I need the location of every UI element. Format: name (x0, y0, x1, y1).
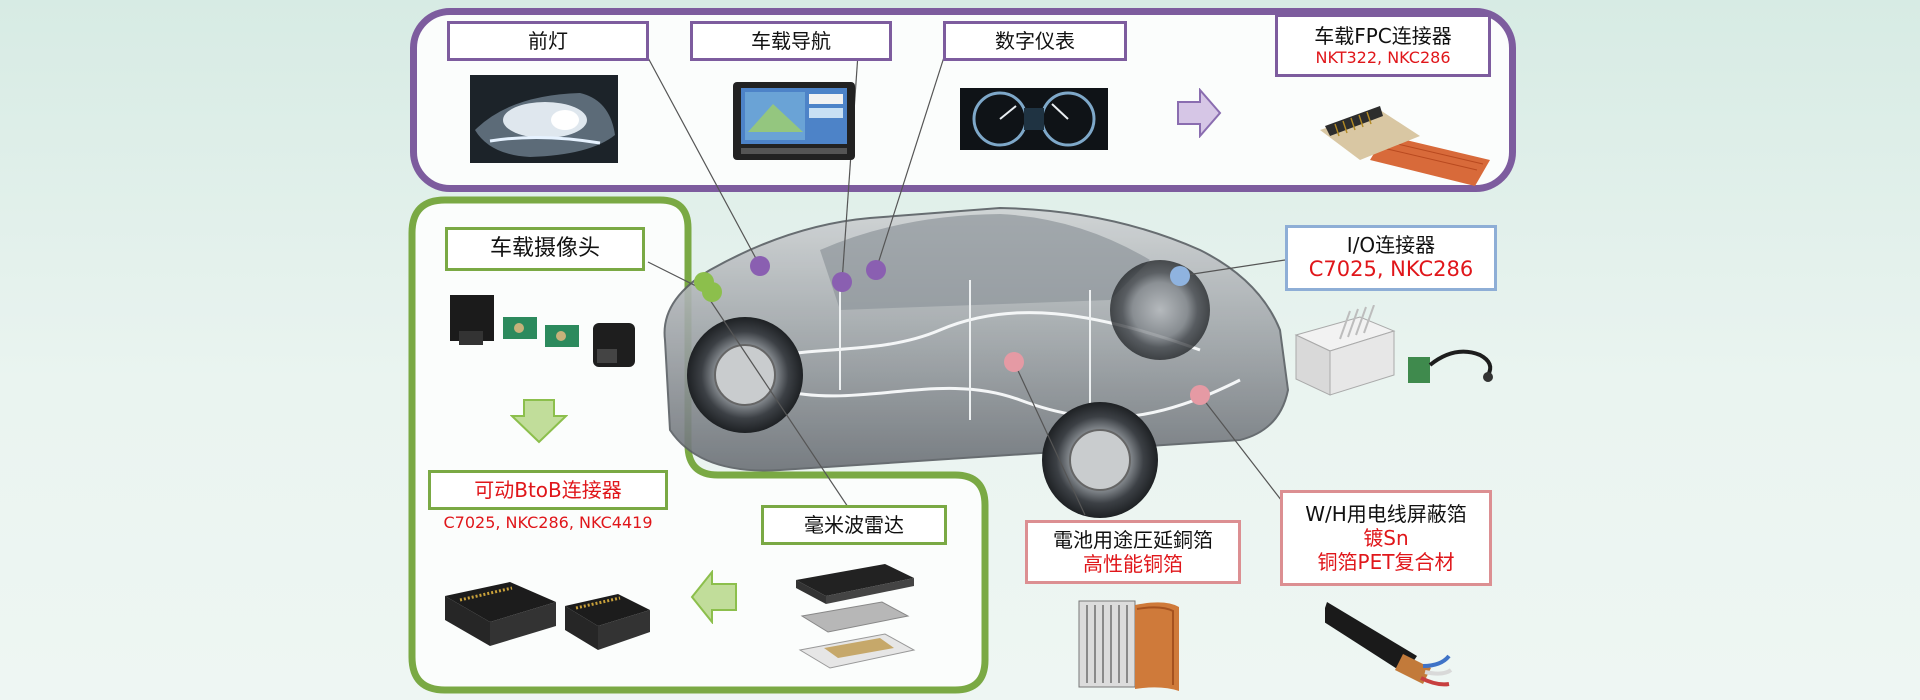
btob-label: 可动BtoB连接器 (428, 470, 668, 510)
navigation-label: 车载导航 (690, 21, 892, 61)
battery-foil-image (1078, 600, 1179, 691)
cluster-label: 数字仪表 (943, 21, 1127, 61)
radar-image (796, 564, 916, 669)
camera-title: 车载摄像头 (489, 235, 600, 261)
headlight-image (470, 75, 618, 163)
wh-line3: 铜箔PET复合材 (1317, 550, 1455, 574)
btob-connector-image (445, 582, 650, 650)
arrow-right-icon (1177, 88, 1222, 138)
arrow-left-icon (690, 570, 737, 624)
car-illustration (663, 206, 1290, 518)
btob-parts: C7025, NKC286, NKC4419 (443, 513, 653, 532)
navigation-title: 车载导航 (751, 29, 831, 53)
wh-label: W/H用电线屏蔽箔 镀Sn 铜箔PET复合材 (1280, 490, 1492, 586)
marker-wh-dot (1190, 385, 1210, 405)
camera-image (450, 295, 635, 367)
shielded-wire-image (1325, 602, 1453, 687)
fpc-parts: NKT322, NKC286 (1315, 47, 1451, 67)
fpc-title: 车载FPC连接器 (1314, 23, 1452, 48)
marker-nav-dot (832, 272, 852, 292)
wh-line2: 镀Sn (1363, 526, 1409, 550)
io-title: I/O连接器 (1346, 233, 1436, 258)
camera-label: 车载摄像头 (445, 227, 645, 271)
fpc-connector-image (1320, 106, 1490, 186)
fpc-label: 车载FPC连接器 NKT322, NKC286 (1275, 14, 1491, 77)
battery-subtitle: 高性能铜箔 (1083, 552, 1183, 576)
battery-label: 電池用途圧延銅箔 高性能铜箔 (1025, 520, 1241, 584)
marker-io-dot (1170, 266, 1190, 286)
io-label: I/O连接器 C7025, NKC286 (1285, 225, 1497, 291)
battery-title: 電池用途圧延銅箔 (1053, 528, 1213, 552)
cluster-image (960, 88, 1108, 150)
radar-title: 毫米波雷达 (804, 513, 904, 537)
io-parts: C7025, NKC286 (1308, 257, 1474, 282)
wh-title: W/H用电线屏蔽箔 (1305, 502, 1467, 526)
io-connector-image (1294, 305, 1493, 396)
cluster-title: 数字仪表 (995, 29, 1075, 53)
navigation-image (733, 82, 855, 160)
marker-headlight-dot (750, 256, 770, 276)
marker-camera-dot-2 (702, 282, 722, 302)
headlight-label: 前灯 (447, 21, 649, 61)
marker-cluster-dot (866, 260, 886, 280)
radar-label: 毫米波雷达 (761, 505, 947, 545)
headlight-title: 前灯 (528, 29, 568, 53)
btob-title: 可动BtoB连接器 (474, 478, 622, 502)
arrow-down-icon (510, 399, 568, 444)
marker-battery-dot (1004, 352, 1024, 372)
